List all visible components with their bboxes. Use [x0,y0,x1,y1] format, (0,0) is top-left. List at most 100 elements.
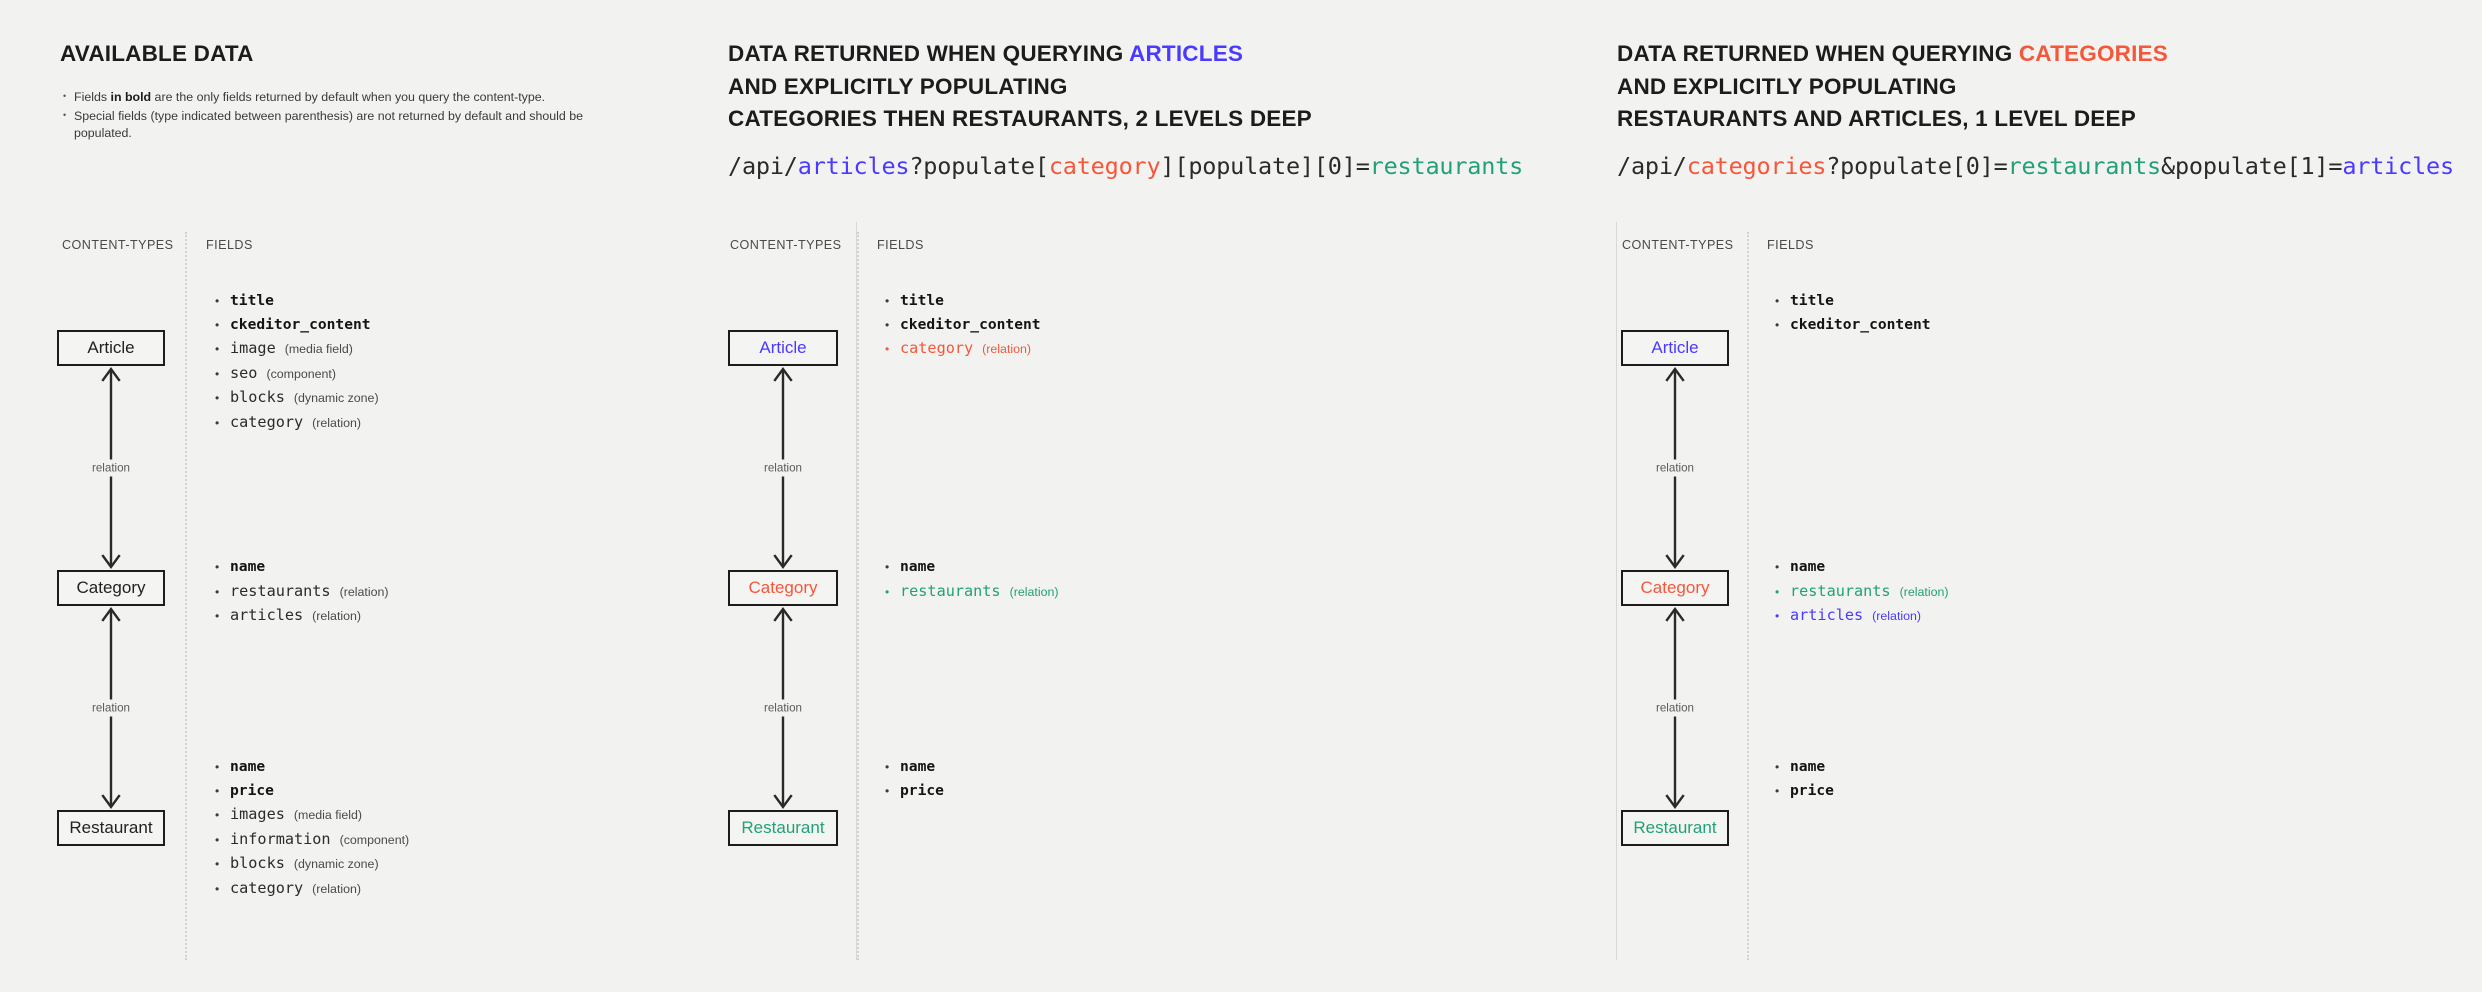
field-name: seo [230,363,258,382]
field-row: • restaurants (relation) [1775,582,1949,600]
field-row: •blocks(dynamic zone) [215,854,409,872]
panel-title-segment: CATEGORIES THEN RESTAURANTS, 2 LEVELS DE… [728,106,1312,131]
field-row: •name [1775,758,1834,775]
content-type-label: Category [748,578,818,597]
relation-label: relation [86,459,136,477]
field-type: (relation) [1872,609,1922,623]
field-name: name [1790,558,1826,575]
legend-bullet-pre: Special fields (type indicated between p… [74,108,584,141]
field-row: •category(relation) [215,879,409,897]
field-row: •title [885,292,1041,309]
relation-label: relation [758,459,808,477]
field-list: •title•ckeditor_content•image(media fiel… [215,292,379,437]
content-type-label: Restaurant [741,818,825,837]
field-name: price [1790,781,1834,799]
content-type-box-article[interactable]: Article [1621,330,1729,366]
relation-label: relation [1650,459,1700,477]
panel-title-line: AND EXPLICITLY POPULATING [728,71,1068,104]
field-type: (relation) [1899,584,1949,599]
column-dotted-divider [185,232,187,960]
field-name: name [900,758,936,775]
content-type-box-category[interactable]: Category [1621,570,1729,606]
legend-bullet-item: Fields in bold are the only fields retur… [74,88,620,107]
field-list: •name•price [885,758,944,805]
content-type-box-restaurant[interactable]: Restaurant [57,810,165,846]
field-bullet-icon: • [215,342,220,356]
field-list: •name•restaurants(relation) [885,558,1059,606]
api-url-segment: &populate[1]= [2161,152,2343,180]
field-list: •name •price •images(media field) •informat… [215,758,409,903]
field-row: •price [215,782,409,799]
field-type: (relation) [339,584,389,599]
field-row: •seo(component) [215,364,379,382]
content-type-label: Article [759,338,807,357]
field-row: •name [215,758,409,775]
field-name: category [230,878,304,897]
field-row: • name [885,758,944,775]
field-type: (component) [266,366,336,381]
field-name: title [1790,292,1834,309]
field-row: •articles(relation) [1775,606,1949,624]
panel-title-line: DATA RETURNED WHEN QUERYING CATEGORIES [1617,38,2168,71]
content-type-box-restaurant[interactable]: Restaurant [728,810,838,846]
field-row: •name [215,558,389,575]
field-name: restaurants [900,581,1001,600]
field-bullet-icon: • [1775,609,1780,623]
field-type: (component) [339,832,410,847]
field-bullet-icon: • [215,584,220,599]
field-name: restaurants [1790,581,1891,600]
field-row: •information(component) [215,830,409,848]
field-bullet-icon: • [1775,760,1780,774]
content-type-label: Article [1651,338,1699,357]
legend-bullet-pre: Fields [74,90,111,104]
content-type-label: Restaurant [1633,818,1717,837]
field-name: articles [230,606,304,624]
panel-title-line: DATA RETURNED WHEN QUERYING ARTICLES [728,38,1243,71]
field-list: •name•price [1775,758,1834,805]
field-bullet-icon: • [885,584,890,599]
field-row: •name [885,558,1059,575]
column-dotted-divider [1747,232,1749,960]
api-url-segment: /api/ [728,152,798,180]
field-name: ckeditor_content [230,315,371,333]
api-url[interactable]: /api/categories?populate[0]=restaurants&… [1617,152,2454,180]
field-row: •images(media field) [215,805,409,823]
legend-bullet-bold: in bold [110,90,152,104]
field-bullet-icon: • [1775,584,1780,599]
relation-label: relation [758,699,808,717]
relation-label: relation [86,699,136,717]
panel-title-segment: RESTAURANTS AND ARTICLES, 1 LEVEL DEEP [1617,106,2136,131]
panel-title-segment: AND EXPLICITLY POPULATING [728,73,1068,99]
field-name: category [230,412,304,431]
content-type-box-article[interactable]: Article [57,330,165,366]
api-url-segment: ?populate[0]= [1826,152,2008,180]
content-type-box-category[interactable]: Category [57,570,165,606]
content-type-box-article[interactable]: Article [728,330,838,366]
field-bullet-icon: • [885,760,890,774]
field-row: •category(relation) [885,339,1041,357]
field-list: •name•restaurants(relation)•articles(rel… [1775,558,1949,631]
field-type: (dynamic zone) [293,857,379,871]
content-type-box-restaurant[interactable]: Restaurant [1621,810,1729,846]
field-bullet-icon: • [215,560,220,574]
field-bullet-icon: • [215,832,220,847]
content-type-box-category[interactable]: Category [728,570,838,606]
field-name: blocks [230,388,285,406]
field-bullet-icon: • [885,783,890,798]
field-bullet-icon: • [215,881,220,896]
field-row: •title [1775,292,1931,309]
panel-title-line: AVAILABLE DATA [60,38,254,71]
column-label-content-types: CONTENT-TYPES [1622,238,1734,252]
legend-bullet-post: are the only fields returned by default … [151,90,546,104]
field-bullet-icon: • [1775,560,1780,574]
panel-title-segment: DATA RETURNED WHEN QUERYING [1617,41,2019,66]
api-url[interactable]: /api/articles?populate[category][populat… [728,152,1523,180]
field-bullet-icon: • [885,560,890,574]
field-bullet-icon: • [1775,783,1780,798]
field-name: images [230,805,285,823]
panel-title-segment: ARTICLES [1129,41,1244,66]
field-name: ckeditor_content [1790,315,1931,333]
field-bullet-icon: • [215,294,220,308]
field-type: (media field) [284,342,353,356]
api-url-segment: restaurants [2007,152,2162,180]
